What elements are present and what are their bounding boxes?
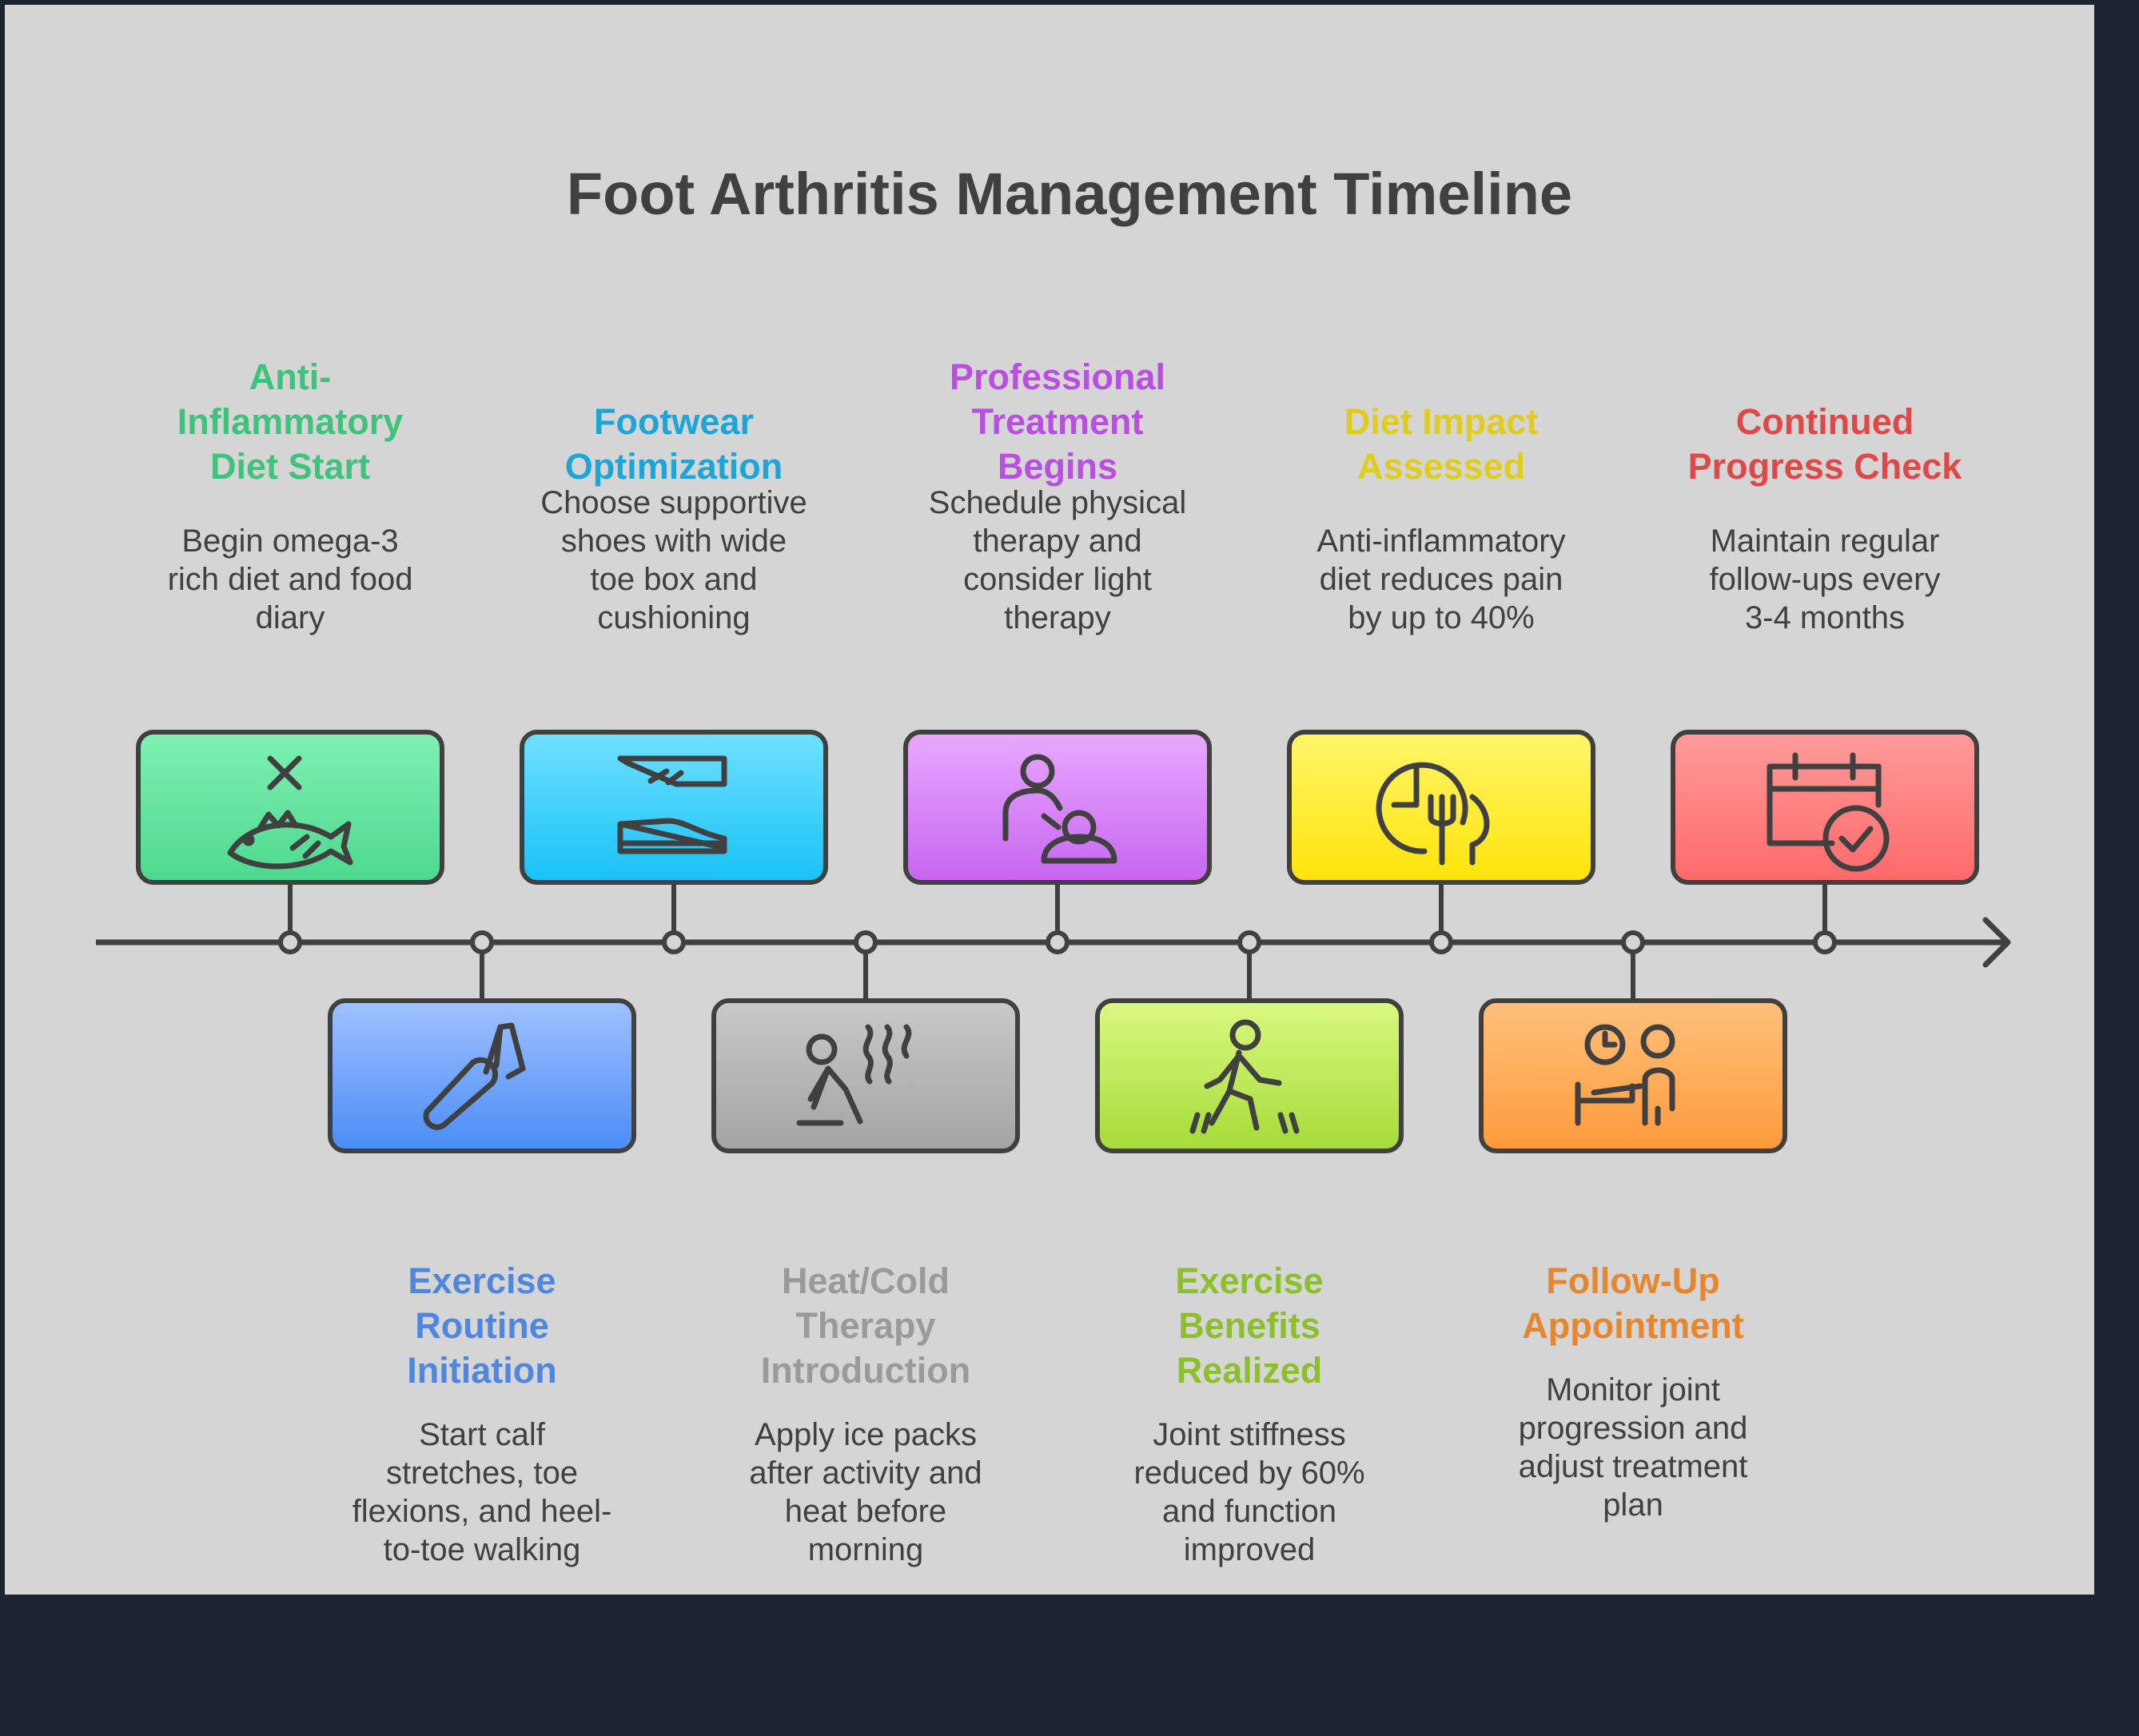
milestone-heading: Footwear Optimization xyxy=(564,401,783,487)
timeline-node xyxy=(470,930,494,954)
milestone-icon-box xyxy=(520,730,828,885)
timeline-node xyxy=(1237,930,1261,954)
milestone-icon-box xyxy=(1095,998,1404,1153)
milestone-heading: Diet Impact Assessed xyxy=(1344,401,1539,487)
milestone-heading: Exercise Benefits Realized xyxy=(1175,1260,1324,1391)
timeline-arrowhead xyxy=(1982,917,2011,968)
appointment-icon xyxy=(1575,1024,1675,1126)
clock-fork-icon xyxy=(1376,762,1490,866)
heat-therapy-icon xyxy=(796,1024,912,1126)
bottom-bar xyxy=(0,1595,2139,1736)
milestone-heading: Heat/Cold Therapy Introduction xyxy=(760,1260,971,1391)
milestone-icon-box xyxy=(136,730,444,885)
milestone-icon-box xyxy=(328,998,636,1153)
timeline-node xyxy=(1621,930,1645,954)
milestone-icon-box xyxy=(1287,730,1595,885)
timeline-node xyxy=(1813,930,1837,954)
timeline-node xyxy=(662,930,686,954)
milestone-icon-box xyxy=(903,730,1212,885)
milestone-description: Begin omega-3 rich diet and food diary xyxy=(167,524,413,635)
milestone-heading: Exercise Routine Initiation xyxy=(407,1260,557,1391)
milestone-description: Monitor joint progression and adjust tre… xyxy=(1518,1372,1748,1523)
milestone-icon-box xyxy=(1671,730,1979,885)
milestone-description: Maintain regular follow-ups every 3-4 mo… xyxy=(1709,524,1941,635)
milestone-description: Schedule physical therapy and consider l… xyxy=(928,485,1187,635)
milestone-icon-box xyxy=(711,998,1020,1153)
timeline-node xyxy=(854,930,878,954)
shoes-icon xyxy=(617,755,727,854)
timeline-node xyxy=(1429,930,1453,954)
milestone-description: Joint stiffness reduced by 60% and funct… xyxy=(1133,1417,1365,1567)
walking-person-icon xyxy=(1189,1019,1300,1134)
timeline-node xyxy=(1046,930,1070,954)
milestone-heading: Anti- Inflammatory Diet Start xyxy=(177,356,404,487)
milestone-heading: Professional Treatment Begins xyxy=(949,356,1166,487)
diagram-title: Foot Arthritis Management Timeline xyxy=(566,161,1573,227)
milestone-heading: Follow-Up Appointment xyxy=(1522,1260,1744,1346)
milestone-description: Anti-inflammatory diet reduces pain by u… xyxy=(1316,524,1566,635)
milestone-description: Start calf stretches, toe flexions, and … xyxy=(352,1417,612,1567)
stretch-band-icon xyxy=(423,1022,526,1130)
physiotherapy-icon xyxy=(1002,754,1117,864)
milestone-description: Choose supportive shoes with wide toe bo… xyxy=(540,485,807,635)
milestone-description: Apply ice packs after activity and heat … xyxy=(749,1417,982,1567)
milestone-heading: Continued Progress Check xyxy=(1687,401,1962,487)
calendar-check-icon xyxy=(1767,752,1890,872)
timeline-node xyxy=(278,930,302,954)
fish-cross-icon xyxy=(227,755,353,870)
milestone-icon-box xyxy=(1479,998,1787,1153)
